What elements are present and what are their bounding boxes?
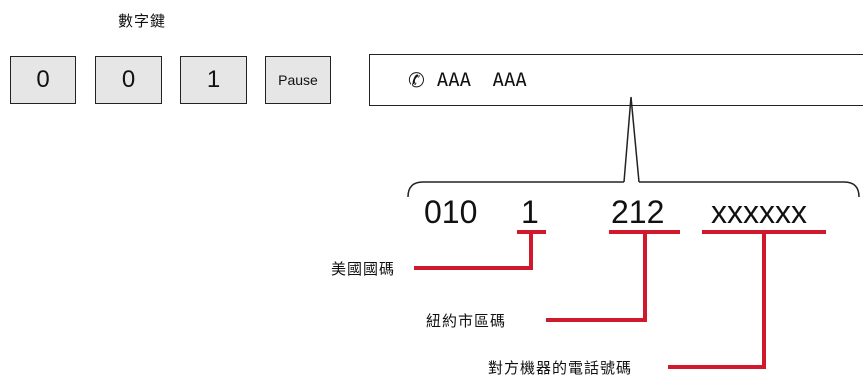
pause-key[interactable]: Pause — [265, 56, 331, 104]
callout-pointer — [623, 96, 640, 183]
key-0-first[interactable]: 0 — [10, 56, 76, 104]
callout-brace — [407, 181, 860, 198]
label-remote-number: 對方機器的電話號碼 — [488, 359, 633, 377]
label-area-code: 紐約市區碼 — [426, 312, 507, 330]
digits-remote: xxxxxx — [711, 194, 807, 230]
digits-area: 212 — [611, 194, 665, 230]
digits-country: 1 — [521, 194, 539, 230]
phone-icon: ✆ — [408, 68, 425, 92]
key-0-second[interactable]: 0 — [95, 56, 162, 104]
display-text: AAA AAA — [436, 69, 527, 91]
label-country-code: 美國國碼 — [331, 260, 396, 278]
connector-area — [546, 232, 647, 322]
keypad-caption: 數字鍵 — [118, 12, 167, 30]
digits-prefix: 010 — [424, 194, 478, 230]
connector-remote — [668, 232, 766, 369]
key-1[interactable]: 1 — [180, 56, 247, 104]
number-display: ✆ AAA AAA — [369, 54, 863, 106]
connector-country — [414, 232, 533, 270]
